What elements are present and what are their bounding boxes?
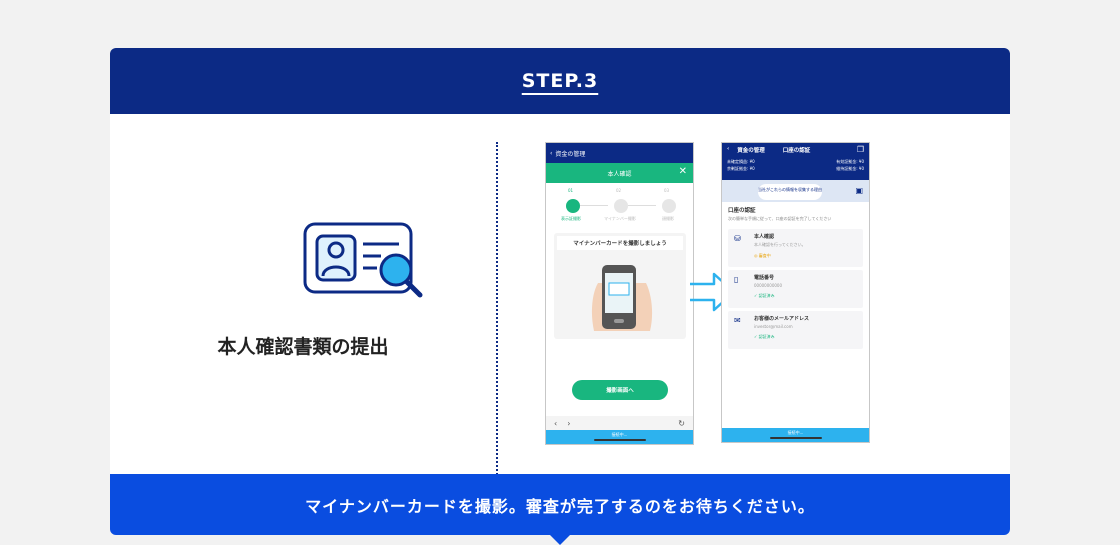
stat-label: 余剰証拠金: [727,166,749,171]
phone1-bottom-bar: 接続中... [546,430,693,444]
stat-label: 未確定損益: [727,159,749,164]
item-title: 本人確認 [754,234,775,240]
mail-icon: ✉ [734,316,741,325]
capture-panel-title: マイナンバーカードを撮影しましょう [557,236,683,250]
item-sub: 00000000000 [754,283,782,288]
item-status-text: 認証済み [758,334,775,339]
step-node [662,199,676,213]
step-label: マイナンバー撮影 [604,216,636,221]
step-num: 01 [568,188,574,193]
reason-banner: 当社がこれらの情報を収集する理由 ▣ [722,180,869,202]
step-header: STEP.3 [110,48,1010,114]
stat-value: ¥0 [858,159,864,164]
phone1-greenbar: 本人確認 ✕ [546,163,693,183]
step-num: 02 [616,188,622,193]
step-label: 顔撮影 [662,216,674,221]
item-sub: investor@mail.com [754,324,793,329]
id-card-search-icon [303,222,423,298]
section-title: 口座の認証 [728,208,756,214]
phone1-bottom-text: 接続中... [611,432,628,437]
step-progress: 01 表示証撮影 02 マイナンバー撮影 03 顔撮影 [546,183,693,231]
step-label: 表示証撮影 [561,216,581,221]
item-title: 電話番号 [754,275,775,281]
step-line [628,205,656,206]
step-title: STEP.3 [521,70,599,92]
footer-text: マイナンバーカードを撮影。審査が完了するのをお待ちください。 [305,496,815,516]
left-column: 本人確認書類の提出 [110,114,496,474]
phone1-topbar-title: 資金の管理 [555,150,586,158]
item-status-text: 審査中 [758,253,771,258]
browser-bar: ‹ › ↻ [546,416,693,430]
browser-forward-icon[interactable]: › [567,418,571,428]
left-caption: 本人確認書類の提出 [217,336,389,358]
home-indicator [770,437,822,439]
phone2-bottom-text: 接続中... [787,430,804,435]
hand-phone-illustration [591,265,653,331]
footer-banner: マイナンバーカードを撮影。審査が完了するのをお待ちください。 [110,474,1010,545]
phone1-topbar: ‹ 資金の管理 [546,143,693,163]
go-to-capture-button[interactable]: 撮影画面へ [572,380,668,400]
reason-chip[interactable]: 当社がこれらの情報を収集する理由 [758,184,822,200]
item-title: お客様のメールアドレス [754,316,810,322]
phone2-bottom-bar: 接続中... [722,428,869,442]
back-chevron-icon[interactable]: ‹ [550,149,553,157]
section-desc: 次の簡単な手順に従って、口座の認証を完了してください [728,216,832,221]
reload-icon[interactable]: ↻ [678,418,685,428]
phone1-green-title: 本人確認 [607,170,632,178]
item-status-text: 認証済み [758,293,775,298]
stat-value: ¥0 [749,166,755,171]
stat-label: 有効証拠金: [836,159,858,164]
item-status: ✓ 認証済み [754,334,775,339]
item-status: ✓ 認証済み [754,293,775,298]
close-icon[interactable]: ✕ [678,166,687,177]
phone2-title: 口座の認証 [782,148,811,154]
verify-item-identity[interactable]: ⛁ 本人確認 本人確認を行ってください。 ◎ 審査中 [728,229,863,267]
id-badge-icon: ▣ [855,186,863,195]
copy-icon[interactable]: ❐ [856,145,864,154]
browser-back-icon[interactable]: ‹ [554,418,558,428]
step-node-active [566,199,580,213]
step-node [614,199,628,213]
stat-label: 維持証拠金: [836,166,858,171]
stat-value: ¥0 [749,159,755,164]
home-indicator [594,439,646,441]
phone-account-verify: ‹ 資金の管理 口座の認証 ❐ 未確定損益: ¥0 有効証拠金: ¥0 余剰証拠… [721,142,870,443]
step-line [580,205,608,206]
dotted-divider [496,142,498,494]
back-chevron-icon[interactable]: ‹ [727,146,730,152]
phone2-back-label: 資金の管理 [737,148,765,154]
verify-item-phone[interactable]: ▯ 電話番号 00000000000 ✓ 認証済み [728,270,863,308]
step-num: 03 [664,188,670,193]
phone-screen-capture: ‹ 資金の管理 本人確認 ✕ 01 表示証撮影 02 マイナンバー撮影 03 顔… [545,142,694,445]
item-status: ◎ 審査中 [754,253,771,258]
phone-icon: ▯ [734,275,739,284]
step-card: STEP.3 本人確認書類の提出 ‹ 資金の管理 本人確認 ✕ 0 [110,48,1010,545]
capture-panel: マイナンバーカードを撮影しましょう [554,233,686,339]
item-sub: 本人確認を行ってください。 [754,242,806,247]
verify-item-email[interactable]: ✉ お客様のメールアドレス investor@mail.com ✓ 認証済み [728,311,863,349]
phone2-header: ‹ 資金の管理 口座の認証 ❐ 未確定損益: ¥0 有効証拠金: ¥0 余剰証拠… [722,143,869,180]
footer-pointer [550,535,570,545]
stat-value: ¥0 [858,166,864,171]
id-icon: ⛁ [734,234,741,243]
